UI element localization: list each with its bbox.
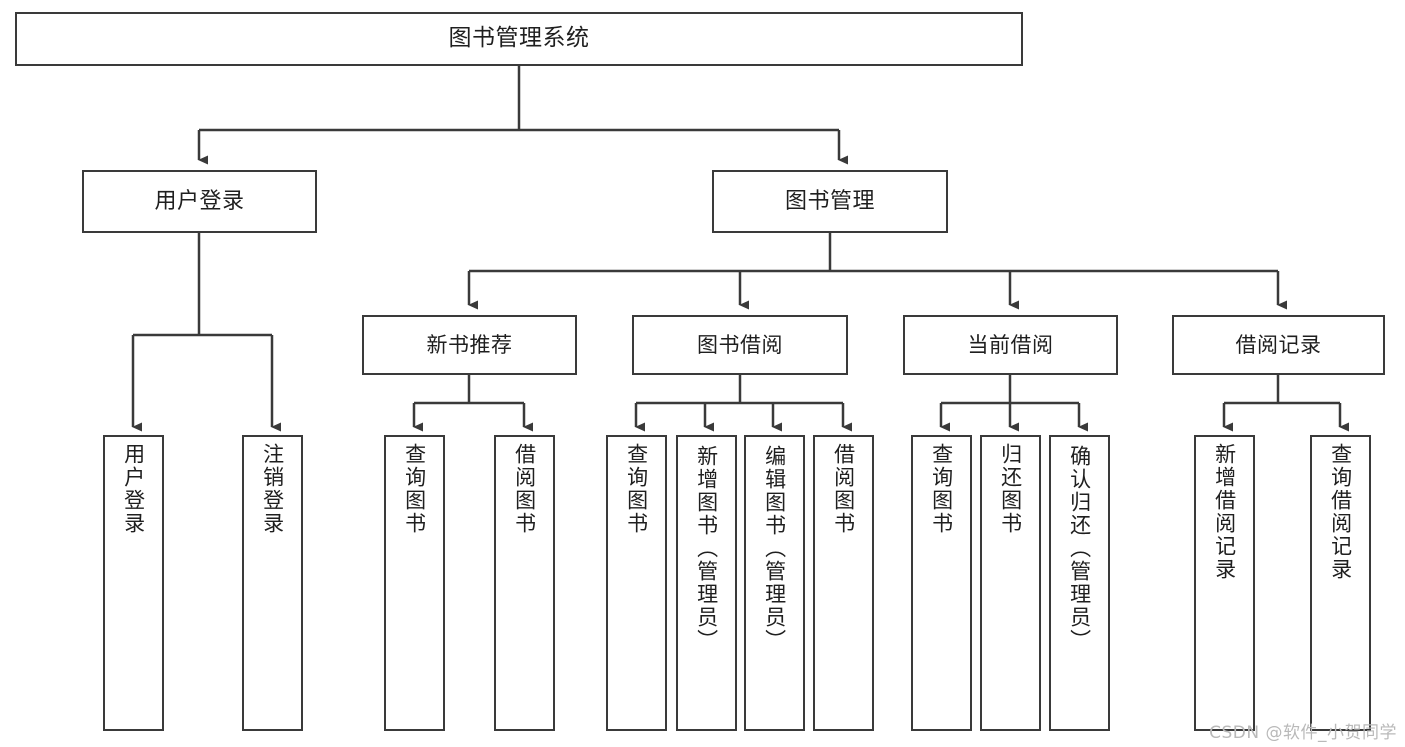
node-new-book-recommend[interactable]: 新书推荐 [362, 315, 577, 375]
node-label: 新书推荐 [426, 332, 513, 357]
node-borrow-record[interactable]: 借阅记录 [1172, 315, 1385, 375]
leaf-current-borrow-return-book[interactable]: 归还图书 [980, 435, 1041, 731]
node-label: 用户登录 [154, 188, 245, 214]
node-label: 注销登录 [260, 443, 285, 535]
node-label: 新增图书（管理员） [694, 445, 719, 652]
node-user-login[interactable]: 用户登录 [82, 170, 317, 233]
node-label: 查询图书 [402, 443, 427, 535]
leaf-borrow-record-add-record[interactable]: 新增借阅记录 [1194, 435, 1255, 731]
node-label: 查询图书 [624, 443, 649, 535]
node-root-book-management-system[interactable]: 图书管理系统 [15, 12, 1023, 66]
node-label: 编辑图书（管理员） [762, 445, 787, 652]
node-label: 借阅记录 [1235, 332, 1322, 357]
node-label: 确认归还（管理员） [1067, 445, 1092, 652]
node-label: 用户登录 [121, 443, 146, 535]
leaf-book-borrow-edit-book-admin[interactable]: 编辑图书（管理员） [744, 435, 805, 731]
leaf-current-borrow-confirm-return-admin[interactable]: 确认归还（管理员） [1049, 435, 1110, 731]
node-label: 借阅图书 [512, 443, 537, 535]
leaf-new-book-borrow-book[interactable]: 借阅图书 [494, 435, 555, 731]
leaf-book-borrow-add-book-admin[interactable]: 新增图书（管理员） [676, 435, 737, 731]
node-book-borrow[interactable]: 图书借阅 [632, 315, 848, 375]
node-label: 新增借阅记录 [1212, 443, 1237, 581]
node-book-management[interactable]: 图书管理 [712, 170, 948, 233]
node-label: 查询图书 [929, 443, 954, 535]
leaf-book-borrow-query-book[interactable]: 查询图书 [606, 435, 667, 731]
leaf-user-login-logout[interactable]: 注销登录 [242, 435, 303, 731]
node-label: 查询借阅记录 [1328, 443, 1353, 581]
leaf-user-login-login[interactable]: 用户登录 [103, 435, 164, 731]
node-label: 图书管理 [784, 188, 875, 214]
node-label: 图书借阅 [697, 332, 783, 357]
leaf-current-borrow-query-book[interactable]: 查询图书 [911, 435, 972, 731]
watermark-text: CSDN @软件_小贺同学 [1209, 723, 1397, 743]
leaf-new-book-query-book[interactable]: 查询图书 [384, 435, 445, 731]
node-label: 当前借阅 [967, 332, 1054, 357]
node-label: 借阅图书 [831, 443, 856, 535]
node-label: 图书管理系统 [448, 25, 590, 52]
node-label: 归还图书 [998, 443, 1023, 535]
leaf-borrow-record-query-record[interactable]: 查询借阅记录 [1310, 435, 1371, 731]
node-current-borrow[interactable]: 当前借阅 [903, 315, 1118, 375]
leaf-book-borrow-borrow-book[interactable]: 借阅图书 [813, 435, 874, 731]
